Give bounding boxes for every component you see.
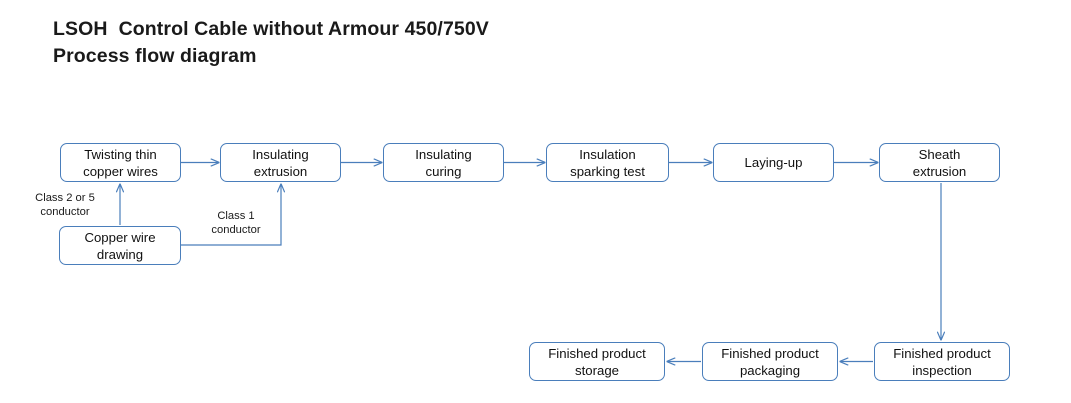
node-sheath-extrusion[interactable]: Sheath extrusion	[879, 143, 1000, 182]
node-label: Finished product storage	[548, 345, 646, 378]
node-label: Sheath extrusion	[912, 146, 967, 179]
node-label: Laying-up	[744, 155, 803, 170]
edge-label-class-1-conductor: Class 1 conductor	[211, 210, 261, 236]
edge-label-class-2-or-5-conductor: Class 2 or 5 conductor	[35, 192, 95, 218]
node-insulation-sparking-test[interactable]: Insulation sparking test	[546, 143, 669, 182]
node-twisting-thin-copper-wires[interactable]: Twisting thin copper wires	[60, 143, 181, 182]
node-label: Finished product packaging	[721, 345, 819, 378]
node-label: Insulation sparking test	[570, 146, 645, 179]
node-label: Insulating curing	[415, 146, 472, 179]
node-finished-product-inspection[interactable]: Finished product inspection	[874, 342, 1010, 381]
node-insulating-curing[interactable]: Insulating curing	[383, 143, 504, 182]
node-label: Finished product inspection	[893, 345, 991, 378]
title-line-1: LSOH Control Cable without Armour 450/75…	[53, 18, 489, 40]
node-finished-product-packaging[interactable]: Finished product packaging	[702, 342, 838, 381]
node-finished-product-storage[interactable]: Finished product storage	[529, 342, 665, 381]
page-title: LSOH Control Cable without Armour 450/75…	[53, 16, 753, 70]
arrow-drawing-to-insulating-extrusion	[181, 184, 281, 246]
node-label: Twisting thin copper wires	[83, 146, 158, 179]
node-insulating-extrusion[interactable]: Insulating extrusion	[220, 143, 341, 182]
title-line-2: Process flow diagram	[53, 45, 257, 67]
node-laying-up[interactable]: Laying-up	[713, 143, 834, 182]
node-copper-wire-drawing[interactable]: Copper wire drawing	[59, 226, 181, 265]
node-label: Insulating extrusion	[252, 146, 309, 179]
node-label: Copper wire drawing	[84, 229, 156, 262]
